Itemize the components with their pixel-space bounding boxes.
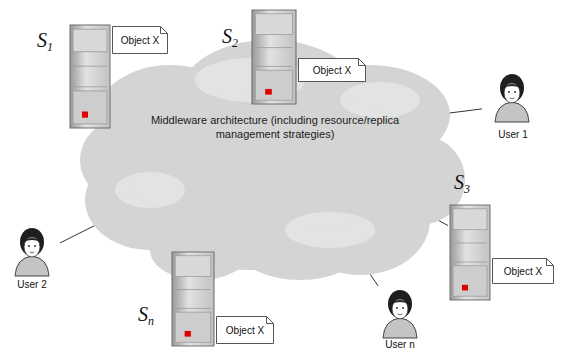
document-fold [547, 259, 554, 266]
document-page [217, 317, 274, 344]
server-name: S2 [222, 26, 298, 49]
middleware-label: Middleware architecture (including resou… [140, 113, 410, 142]
server-icon [172, 252, 214, 346]
object-name: Object X [504, 266, 542, 277]
user-icon [15, 228, 49, 276]
user-icon [495, 74, 529, 122]
server-index: n [148, 314, 154, 328]
user-node: User 1 [482, 70, 544, 140]
object-document: Object X [112, 26, 168, 54]
server-node: S1 [35, 22, 112, 130]
document-fold [359, 59, 366, 66]
server-icon [450, 205, 490, 300]
server-node: Sn [136, 250, 216, 348]
server-name: S3 [454, 172, 492, 195]
user-node: User 2 [4, 224, 60, 290]
object-document: Object X [492, 258, 554, 284]
document-page [299, 59, 366, 82]
server-letter: S [222, 25, 232, 47]
server-index: 3 [464, 182, 470, 196]
user-node: User n [370, 286, 430, 350]
document-page [493, 259, 554, 284]
server-icon [252, 10, 296, 104]
user-name: User 1 [498, 129, 527, 140]
server-name: S1 [37, 30, 112, 53]
server-letter: S [454, 171, 464, 193]
middleware-node: Middleware architecture (including resou… [140, 110, 410, 160]
server-index: 2 [232, 36, 238, 50]
object-document: Object X [216, 316, 274, 344]
object-document: Object X [298, 58, 366, 82]
object-name: Object X [313, 65, 351, 76]
server-icon [70, 25, 110, 128]
server-node: S2 [220, 8, 298, 106]
object-name: Object X [121, 35, 159, 46]
user-icon [383, 290, 417, 338]
server-letter: S [138, 303, 148, 325]
document-fold [161, 27, 168, 34]
server-name: Sn [138, 304, 216, 327]
user-name: User n [385, 339, 414, 350]
server-node: S3 [448, 172, 492, 302]
server-letter: S [37, 29, 47, 51]
object-name: Object X [226, 325, 264, 336]
document-page [113, 27, 168, 54]
user-name: User 2 [17, 279, 46, 290]
server-index: 1 [47, 40, 53, 54]
document-fold [267, 317, 274, 324]
